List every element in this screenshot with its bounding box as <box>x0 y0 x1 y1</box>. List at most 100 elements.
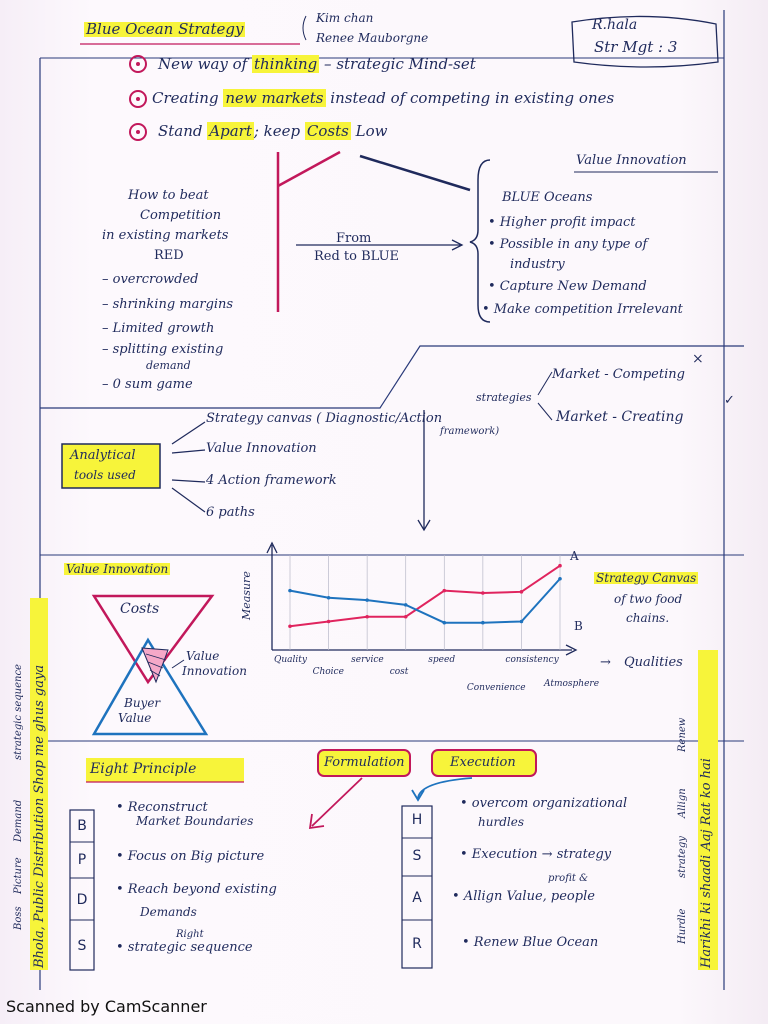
blue-heading: BLUE Oceans <box>502 191 592 204</box>
blue-tag: Value Innovation <box>576 154 687 167</box>
left-margin-3: Demand <box>14 800 24 842</box>
right-margin-4: Renew <box>678 718 688 752</box>
buyer-label-2: Value <box>118 712 151 724</box>
series-A-point-0 <box>288 624 292 628</box>
cross-mark: × <box>692 352 704 366</box>
series-B-point-0 <box>288 589 292 593</box>
tool-2: Value Innovation <box>206 442 317 455</box>
series-line-A <box>290 566 560 627</box>
series-B-point-6 <box>520 620 524 624</box>
costs-label: Costs <box>120 602 159 616</box>
tool-1: Strategy canvas ( Diagnostic/Action <box>206 412 442 425</box>
x-tick-label: Convenience <box>467 684 526 693</box>
author-name-2: Renee Mauborgne <box>316 32 428 44</box>
x-tick-label: service <box>351 656 384 665</box>
value-innovation-title: Value Innovation <box>64 563 170 575</box>
left-margin-2: Picture <box>14 857 24 894</box>
chart-note-2: of two food <box>614 593 682 605</box>
right-margin-1: Hurdle <box>678 909 688 944</box>
xlabel-arrow: → <box>600 656 611 669</box>
right-margin-3: Allign <box>678 788 688 818</box>
x-tick-label: consistency <box>505 656 558 665</box>
page-title: Blue Ocean Strategy <box>84 22 245 37</box>
x-tick-label: cost <box>390 668 409 677</box>
principle-1: • Reconstruct <box>116 801 208 814</box>
series-B-point-3 <box>404 603 408 607</box>
x-tick-label: Choice <box>313 668 344 677</box>
left-margin-yellow: Bhola, Public Distribution Shop me ghus … <box>33 665 46 968</box>
red-heading-2: Competition <box>140 209 221 222</box>
left-margin-4: strategic sequence <box>14 664 24 760</box>
formulation-label: Formulation <box>324 756 405 769</box>
left-margin-1: Boss <box>14 906 24 930</box>
series-A-point-3 <box>404 615 408 619</box>
series-A-point-4 <box>442 589 446 593</box>
blue-bullet-4: • Make competition Irrelevant <box>482 303 683 316</box>
market-competing: Market - Competing <box>552 368 685 381</box>
red-bullet-5: – 0 sum game <box>102 378 193 391</box>
blue-bullet-2b: industry <box>510 258 565 271</box>
red-heading-3: in existing markets <box>102 229 228 242</box>
tool-3: 4 Action framework <box>206 474 337 487</box>
letter-d: D <box>72 892 92 908</box>
red-bullet-4: – splitting existing <box>102 343 223 356</box>
author-name-1: Kim chan <box>316 12 373 24</box>
arrow-label-2: Red to BLUE <box>314 250 399 263</box>
series-A-point-2 <box>365 615 369 619</box>
strategy-canvas-chart <box>267 543 576 655</box>
principle-4: • strategic sequence <box>116 941 253 954</box>
tool-1b: framework) <box>440 427 499 437</box>
chart-note-3: chains. <box>626 612 669 624</box>
series-b-label: B <box>574 620 583 632</box>
red-heading-1: How to beat <box>128 189 209 202</box>
key-point-1: New way of thinking – strategic Mind-set <box>158 57 476 72</box>
red-bullet-3: – Limited growth <box>102 322 214 335</box>
series-line-B <box>290 579 560 623</box>
x-tick-label: speed <box>428 656 455 665</box>
principle-1b: Market Boundaries <box>136 815 253 827</box>
buyer-label-1: Buyer <box>124 697 160 709</box>
blue-bullet-1: • Higher profit impact <box>488 216 635 229</box>
series-A-point-7 <box>558 564 562 568</box>
blue-bullet-3: • Capture New Demand <box>488 280 647 293</box>
execution-1b: hurdles <box>478 816 524 828</box>
red-label: RED <box>154 249 184 262</box>
note-course: Str Mgt : 3 <box>594 40 677 55</box>
series-B-point-5 <box>481 621 485 625</box>
series-A-point-5 <box>481 591 485 595</box>
note-author: R.hala <box>592 18 637 32</box>
letter-h: H <box>407 812 427 828</box>
letter-r: R <box>407 936 427 952</box>
principle-3b: Demands <box>140 906 197 918</box>
series-A-point-6 <box>520 590 524 594</box>
value-label-1: Value <box>186 650 219 662</box>
eight-principle-title: Eight Principle <box>90 762 196 776</box>
x-tick-label: Quality <box>274 656 307 665</box>
execution-2: • Execution → strategy <box>460 848 611 861</box>
letter-s: S <box>72 938 92 954</box>
scanner-footer: Scanned by CamScanner <box>6 997 207 1016</box>
key-point-2: Creating new markets instead of competin… <box>152 91 614 106</box>
execution-3: • Allign Value, people <box>452 890 595 903</box>
chart-xlabel: Qualities <box>624 656 683 669</box>
principle-4-note: Right <box>176 930 204 940</box>
series-B-point-4 <box>442 621 446 625</box>
arrow-label-1: From <box>336 232 371 245</box>
key-point-3: Stand Apart; keep Costs Low <box>158 124 387 139</box>
principle-3: • Reach beyond existing <box>116 883 277 896</box>
series-B-point-1 <box>327 596 331 600</box>
check-mark: ✓ <box>724 394 735 407</box>
series-a-label: A <box>570 550 579 562</box>
chart-ylabel: Measure <box>241 571 252 620</box>
analytical-label-1: Analytical <box>70 449 136 462</box>
right-margin-2: strategy <box>678 836 688 878</box>
red-bullet-2: – shrinking margins <box>102 298 233 311</box>
series-B-point-7 <box>558 577 562 581</box>
tool-4: 6 paths <box>206 506 255 519</box>
right-margin-yellow: Harikhi ki shaadi Aaj Rat ko hai <box>700 758 713 968</box>
market-creating: Market - Creating <box>556 410 684 424</box>
series-B-point-2 <box>365 598 369 602</box>
execution-3-note: profit & <box>548 874 588 884</box>
strategies-label: strategies <box>476 392 532 403</box>
